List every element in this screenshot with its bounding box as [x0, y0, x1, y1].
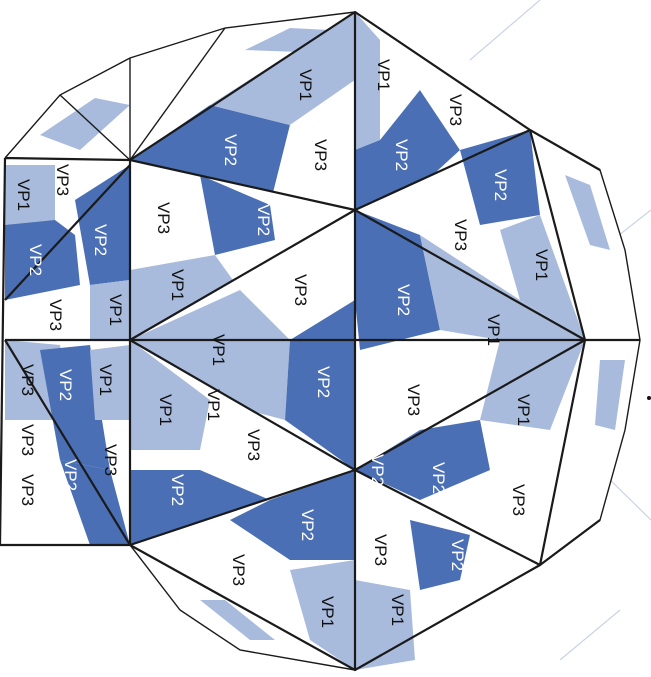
- label-vp: VP2: [429, 462, 448, 494]
- label-vp: VP2: [298, 509, 317, 541]
- label-vp: VP3: [509, 484, 528, 516]
- label-vp: VP2: [314, 366, 333, 398]
- label-vp: VP1: [318, 596, 337, 628]
- label-vp: VP3: [311, 139, 330, 171]
- label-vp: VP3: [18, 474, 37, 506]
- label-vp: VP2: [221, 134, 240, 166]
- label-vp: VP3: [101, 444, 120, 476]
- label-vp: VP1: [484, 314, 503, 346]
- label-vp: VP1: [532, 249, 551, 281]
- label-vp: VP2: [61, 459, 80, 491]
- label-vp: VP2: [56, 369, 75, 401]
- label-vp: VP2: [368, 454, 387, 486]
- label-vp: VP3: [18, 424, 37, 456]
- label-vp: VP3: [244, 429, 263, 461]
- label-vp: VP3: [451, 219, 470, 251]
- label-vp: VP1: [106, 294, 125, 326]
- label-vp: VP3: [371, 534, 390, 566]
- label-vp: VP2: [394, 284, 413, 316]
- label-vp: VP1: [209, 334, 228, 366]
- label-vp: VP2: [168, 474, 187, 506]
- label-vp: VP2: [254, 204, 273, 236]
- label-vp: VP1: [168, 269, 187, 301]
- label-vp: VP3: [229, 554, 248, 586]
- label-vp: VP3: [53, 164, 72, 196]
- label-vp: VP1: [14, 179, 33, 211]
- label-vp: VP1: [388, 594, 407, 626]
- label-vp: VP3: [46, 299, 65, 331]
- label-vp: VP3: [446, 94, 465, 126]
- label-vp: VP1: [514, 394, 533, 426]
- label-vp: VP2: [91, 224, 110, 256]
- label-vp: VP1: [296, 69, 315, 101]
- label-vp: VP1: [374, 59, 393, 91]
- label-vp: VP2: [26, 244, 45, 276]
- label-vp: VP2: [491, 169, 510, 201]
- label-vp: VP3: [404, 384, 423, 416]
- label-vp: VP2: [392, 139, 411, 171]
- label-vp: VP3: [291, 274, 310, 306]
- label-vp: VP1: [96, 364, 115, 396]
- label-vp: VP3: [154, 202, 173, 234]
- label-vp: VP1: [204, 389, 223, 421]
- label-vp: VP2: [448, 539, 467, 571]
- label-vp: VP1: [156, 394, 175, 426]
- marker-dot: [647, 396, 651, 400]
- label-vp: VP3: [18, 364, 37, 396]
